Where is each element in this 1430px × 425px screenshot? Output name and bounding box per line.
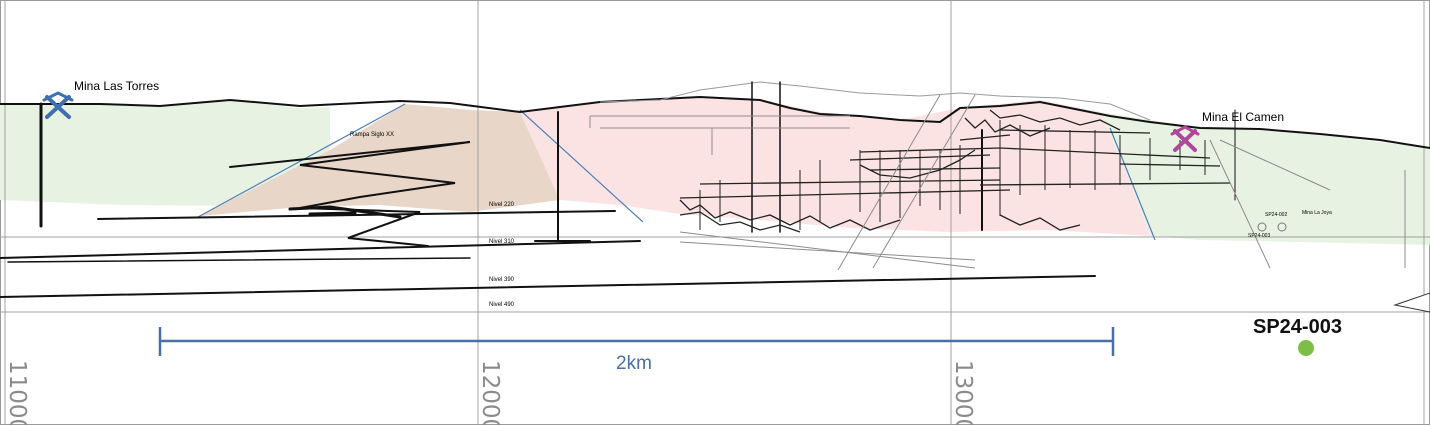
auxiliary-lines	[589, 94, 1430, 313]
tan-zone	[200, 104, 560, 216]
mine-label-el-carmen: Mina El Camen	[1202, 110, 1284, 124]
zones	[0, 96, 1430, 245]
level-390-line	[0, 275, 1096, 298]
topography-line	[0, 95, 1430, 149]
scale-bar-label: 2km	[616, 353, 652, 374]
pickaxe-icon	[1170, 125, 1200, 152]
level-220-line	[97, 210, 616, 220]
pickaxe-icon	[42, 91, 74, 119]
small-hole-marker-1	[1257, 222, 1267, 232]
green-zone-west	[0, 100, 330, 206]
x-tick-label: 11000	[4, 360, 30, 425]
surface-drill-markers	[1257, 222, 1287, 232]
rampa-label: Rampa Siglo XX	[350, 132, 394, 138]
x-tick-label: 12000	[477, 360, 503, 425]
el-carmen-workings	[679, 109, 1231, 233]
old-surface	[599, 81, 1151, 121]
x-tick-label: 13000	[950, 360, 976, 425]
level-label: Nivel 220	[489, 202, 515, 208]
level-label: Nivel 390	[489, 277, 515, 283]
small-hole-marker-2	[1277, 222, 1287, 232]
level-label: Nivel 310	[489, 239, 515, 245]
pink-zone	[520, 96, 1150, 236]
small-hole-label-1: SP24-002	[1265, 212, 1287, 218]
scale-bar	[158, 327, 1115, 356]
level-label: Nivel 490	[489, 302, 515, 308]
nivel-490-line	[7, 257, 471, 263]
drillhole-label: SP24-003	[1253, 316, 1342, 338]
ramp-siglo-xx	[229, 141, 471, 247]
mina-la-joya-label: Mina La Joya	[1302, 210, 1332, 216]
level-310-line	[0, 240, 641, 259]
ramp-stopes	[288, 205, 402, 219]
small-hole-label-2: SP24-003	[1248, 233, 1270, 239]
drillhole-marker	[1298, 340, 1314, 356]
underground-workings	[0, 81, 1236, 298]
mine-label-las-torres: Mina Las Torres	[74, 79, 159, 93]
